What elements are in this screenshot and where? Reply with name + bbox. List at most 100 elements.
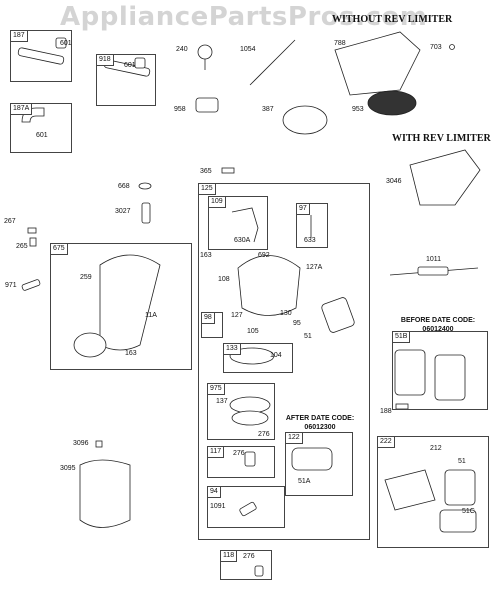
box-label-122: 122: [286, 433, 303, 444]
part-label: 51A: [298, 478, 311, 485]
part-label: 259: [80, 274, 92, 281]
part-label: 212: [430, 445, 442, 452]
box-51b: 51B: [392, 331, 488, 410]
filter-953-illustration: [367, 90, 417, 116]
part-label: 11A: [145, 312, 157, 319]
cover-788-illustration: [334, 31, 421, 96]
box-918: 918: [96, 54, 156, 106]
cover-3046-illustration: [409, 149, 481, 206]
part-label: 163: [125, 350, 137, 357]
part-label: 3027: [115, 208, 131, 215]
part-label: 240: [176, 46, 188, 53]
part-387-illustration: [282, 105, 328, 135]
gasket-51-illustration: [321, 297, 355, 333]
part-label: 1011: [426, 256, 442, 263]
header-without-rev-limiter: WITHOUT REV LIMITER: [332, 14, 453, 25]
box-109: 109: [208, 196, 268, 250]
part-label: 601: [124, 62, 136, 69]
part-label: 276: [243, 553, 255, 560]
box-label-125: 125: [199, 184, 216, 195]
box-label-118: 118: [221, 551, 238, 562]
part-label: 104: [270, 352, 282, 359]
box-label-675: 675: [51, 244, 68, 255]
part-label: 692: [258, 252, 270, 259]
wire-1054-illustration: [249, 39, 296, 86]
part-label: 276: [258, 431, 270, 438]
box-187: 187: [10, 30, 72, 82]
set-222-illustration: [384, 469, 436, 511]
box-117: 117: [207, 446, 275, 478]
part-label: 108: [218, 276, 230, 283]
box-label-187a: 187A: [11, 104, 33, 115]
box-label-975: 975: [208, 384, 225, 395]
box-125: 125: [198, 183, 370, 540]
part-label: 1091: [210, 503, 226, 510]
watermark: AppliancePartsPros.com: [60, 2, 428, 32]
box-label-117: 117: [208, 447, 225, 458]
tube-187-illustration: [17, 47, 65, 65]
note-after-date-code: AFTER DATE CODE: 06012300: [280, 414, 360, 432]
note-before-date-code: BEFORE DATE CODE: 06012400: [390, 316, 486, 334]
box-label-222: 222: [378, 437, 395, 448]
part-3027-illustration: [141, 202, 151, 224]
box-122: 122: [285, 432, 353, 496]
box-118: 118: [220, 550, 272, 580]
part-label: 127: [231, 312, 243, 319]
part-label: 3046: [386, 178, 402, 185]
part-label: 971: [5, 282, 17, 289]
part-label: 267: [4, 218, 16, 225]
box-187a: 187A: [10, 103, 72, 153]
box-label-98: 98: [202, 313, 215, 324]
box-label-918: 918: [97, 55, 114, 66]
part-label: 95: [293, 320, 301, 327]
part-label: 958: [174, 106, 186, 113]
before-date-label: BEFORE DATE CODE:: [400, 317, 476, 324]
part-label: 105: [247, 328, 259, 335]
part-958-illustration: [195, 97, 219, 113]
box-133: 133: [223, 343, 293, 373]
part-label: 953: [352, 106, 364, 113]
part-label: 365: [200, 168, 212, 175]
box-label-51b: 51B: [393, 332, 411, 343]
box-label-94: 94: [208, 487, 221, 498]
gasket-122-illustration: [291, 447, 333, 471]
part-label: 163: [200, 252, 212, 259]
part-label: 127A: [306, 264, 323, 271]
header-with-rev-limiter: WITH REV LIMITER: [392, 133, 491, 144]
shield-3095-illustration: [79, 459, 131, 528]
box-label-133: 133: [224, 344, 241, 355]
box-label-97: 97: [297, 204, 310, 215]
carburetor-illustration: [237, 255, 301, 316]
part-label: 3096: [73, 440, 89, 447]
part-label: 703: [430, 44, 442, 51]
box-label-187: 187: [11, 31, 28, 42]
part-label: 633: [304, 237, 316, 244]
part-label: 130: [280, 310, 292, 317]
part-240-illustration: [197, 44, 213, 60]
part-label: 51: [304, 333, 312, 340]
pads-51b-illustration: [394, 349, 426, 396]
before-date-value: 06012400: [422, 326, 454, 333]
box-222: 222: [377, 436, 489, 548]
part-label: 137: [216, 398, 228, 405]
part-label: 265: [16, 243, 28, 250]
part-label: 51: [458, 458, 466, 465]
part-label: 601: [36, 132, 48, 139]
part-label: 601: [60, 40, 72, 47]
part-label: 276: [233, 450, 245, 457]
part-label: 3095: [60, 465, 76, 472]
box-97: 97: [296, 203, 328, 248]
box-98: 98: [201, 312, 223, 338]
part-label: 188: [380, 408, 392, 415]
part-label: 387: [262, 106, 274, 113]
bowl-133-illustration: [229, 347, 275, 365]
part-label: 668: [118, 183, 130, 190]
after-date-label: AFTER DATE CODE:: [285, 415, 355, 422]
part-label: 51C: [462, 508, 475, 515]
after-date-value: 06012300: [304, 424, 336, 431]
box-675: 675: [50, 243, 192, 370]
box-94: 94: [207, 486, 285, 528]
part-label: 1054: [240, 46, 256, 53]
